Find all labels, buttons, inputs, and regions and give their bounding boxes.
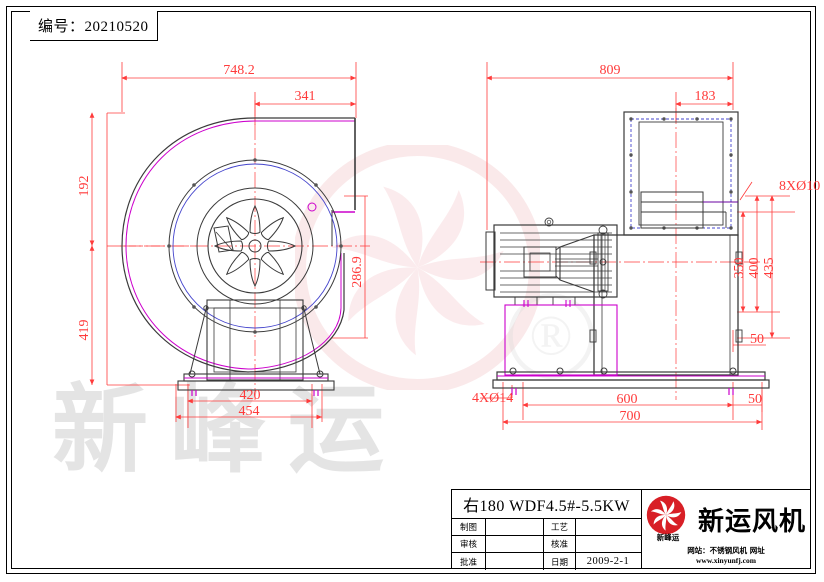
sheet-border-outer	[6, 6, 816, 574]
website-line-1: 网站：不锈钢风机 网址	[687, 546, 765, 556]
title-block-model-row: 右180 WDF4.5#-5.5KW	[452, 490, 641, 519]
label-reviewer: 审核	[452, 536, 486, 552]
label-approval-std: 核准	[544, 536, 576, 552]
value-draftsman	[486, 519, 544, 535]
brand-subtext: 新峰运	[656, 533, 680, 543]
sheet-border-inner	[11, 11, 811, 569]
value-date: 2009-2-1	[586, 556, 630, 567]
title-block: 右180 WDF4.5#-5.5KW 制图 工艺 审核 核准 批准 日期 200…	[451, 489, 811, 570]
brand-name: 新运风机	[697, 506, 806, 537]
value-process	[576, 519, 640, 535]
website-line-2: www.xinyunfj.com	[695, 555, 756, 565]
title-block-row-draw: 制图 工艺	[452, 519, 641, 536]
label-draftsman: 制图	[452, 519, 486, 535]
title-block-row-review: 审核 核准	[452, 536, 641, 553]
title-block-row-date: 批准 日期 2009-2-1	[452, 553, 641, 570]
company-logo: 新峰运	[646, 495, 690, 543]
drawing-number-box: 编号：20210520	[30, 11, 158, 41]
model-designation: 右180 WDF4.5#-5.5KW	[463, 498, 630, 515]
value-approver	[486, 553, 544, 570]
label-approver: 批准	[452, 553, 486, 570]
value-reviewer	[486, 536, 544, 552]
brand-row: 新峰运 新运风机	[646, 495, 806, 543]
value-approval-std	[576, 536, 640, 552]
title-block-left: 右180 WDF4.5#-5.5KW 制图 工艺 审核 核准 批准 日期 200…	[452, 490, 642, 570]
title-block-brand: 新峰运 新运风机 网站：不锈钢风机 网址 www.xinyunfj.com	[642, 490, 810, 568]
label-date: 日期	[544, 553, 576, 570]
label-process: 工艺	[544, 519, 576, 535]
drawing-number-label: 编号：20210520	[38, 19, 149, 35]
fan-logo-icon	[646, 495, 686, 535]
website-info: 网站：不锈钢风机 网址 www.xinyunfj.com	[687, 546, 765, 565]
